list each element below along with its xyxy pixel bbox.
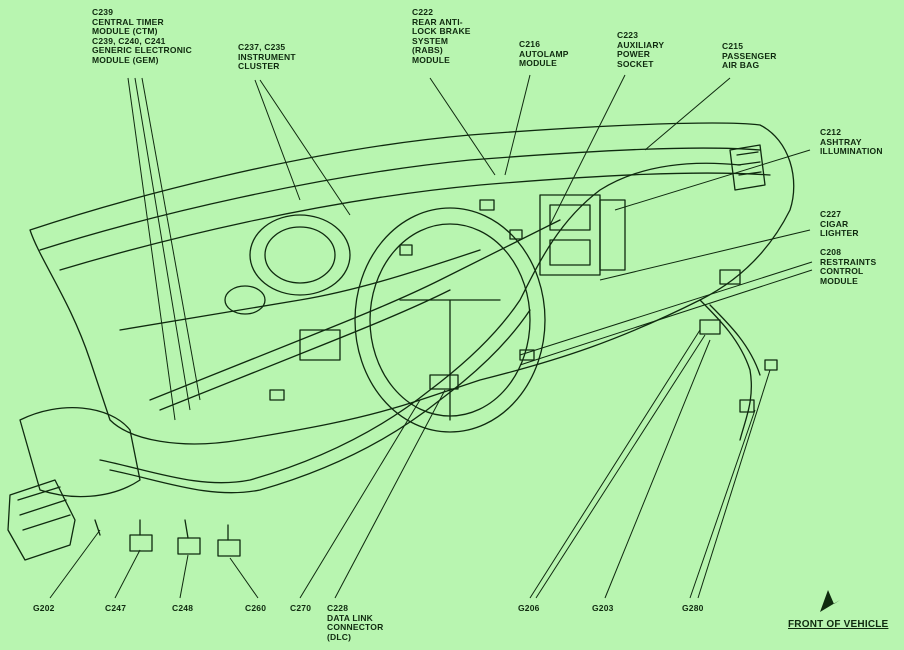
label-g206: G206: [518, 603, 540, 613]
label-g203: G203: [592, 603, 614, 613]
label-c260: C260: [245, 603, 267, 613]
label-c216: C216 AUTOLAMP MODULE: [519, 39, 569, 68]
front-of-vehicle-arrow-icon: [820, 590, 840, 612]
dashboard-outline: [29, 122, 795, 445]
label-c239: C239 CENTRAL TIMER MODULE (CTM) C239, C2…: [92, 7, 192, 65]
label-c247: C247: [105, 603, 127, 613]
label-c227: C227 CIGAR LIGHTER: [820, 209, 859, 238]
label-c270: C270: [290, 603, 312, 613]
instrument-cluster: [249, 214, 351, 296]
label-c228: C228 DATA LINK CONNECTOR (DLC): [327, 603, 384, 642]
label-c223: C223 AUXILIARY POWER SOCKET: [617, 30, 665, 69]
label-g280: G280: [682, 603, 704, 613]
label-c248: C248: [172, 603, 194, 613]
center-stack: [539, 194, 601, 276]
label-c237: C237, C235 INSTRUMENT CLUSTER: [238, 42, 296, 71]
label-g202: G202: [33, 603, 55, 613]
label-c215: C215 PASSENGER AIR BAG: [722, 41, 777, 70]
wiring-harness: [99, 162, 741, 484]
label-c208: C208 RESTRAINTS CONTROL MODULE: [820, 247, 877, 286]
front-of-vehicle-label: FRONT OF VEHICLE: [788, 619, 889, 630]
label-c212: C212 ASHTRAY ILLUMINATION: [820, 127, 883, 156]
label-c222: C222 REAR ANTI- LOCK BRAKE SYSTEM (RABS)…: [412, 7, 471, 65]
steering-wheel: [354, 207, 546, 433]
fuse-box: [7, 479, 76, 561]
